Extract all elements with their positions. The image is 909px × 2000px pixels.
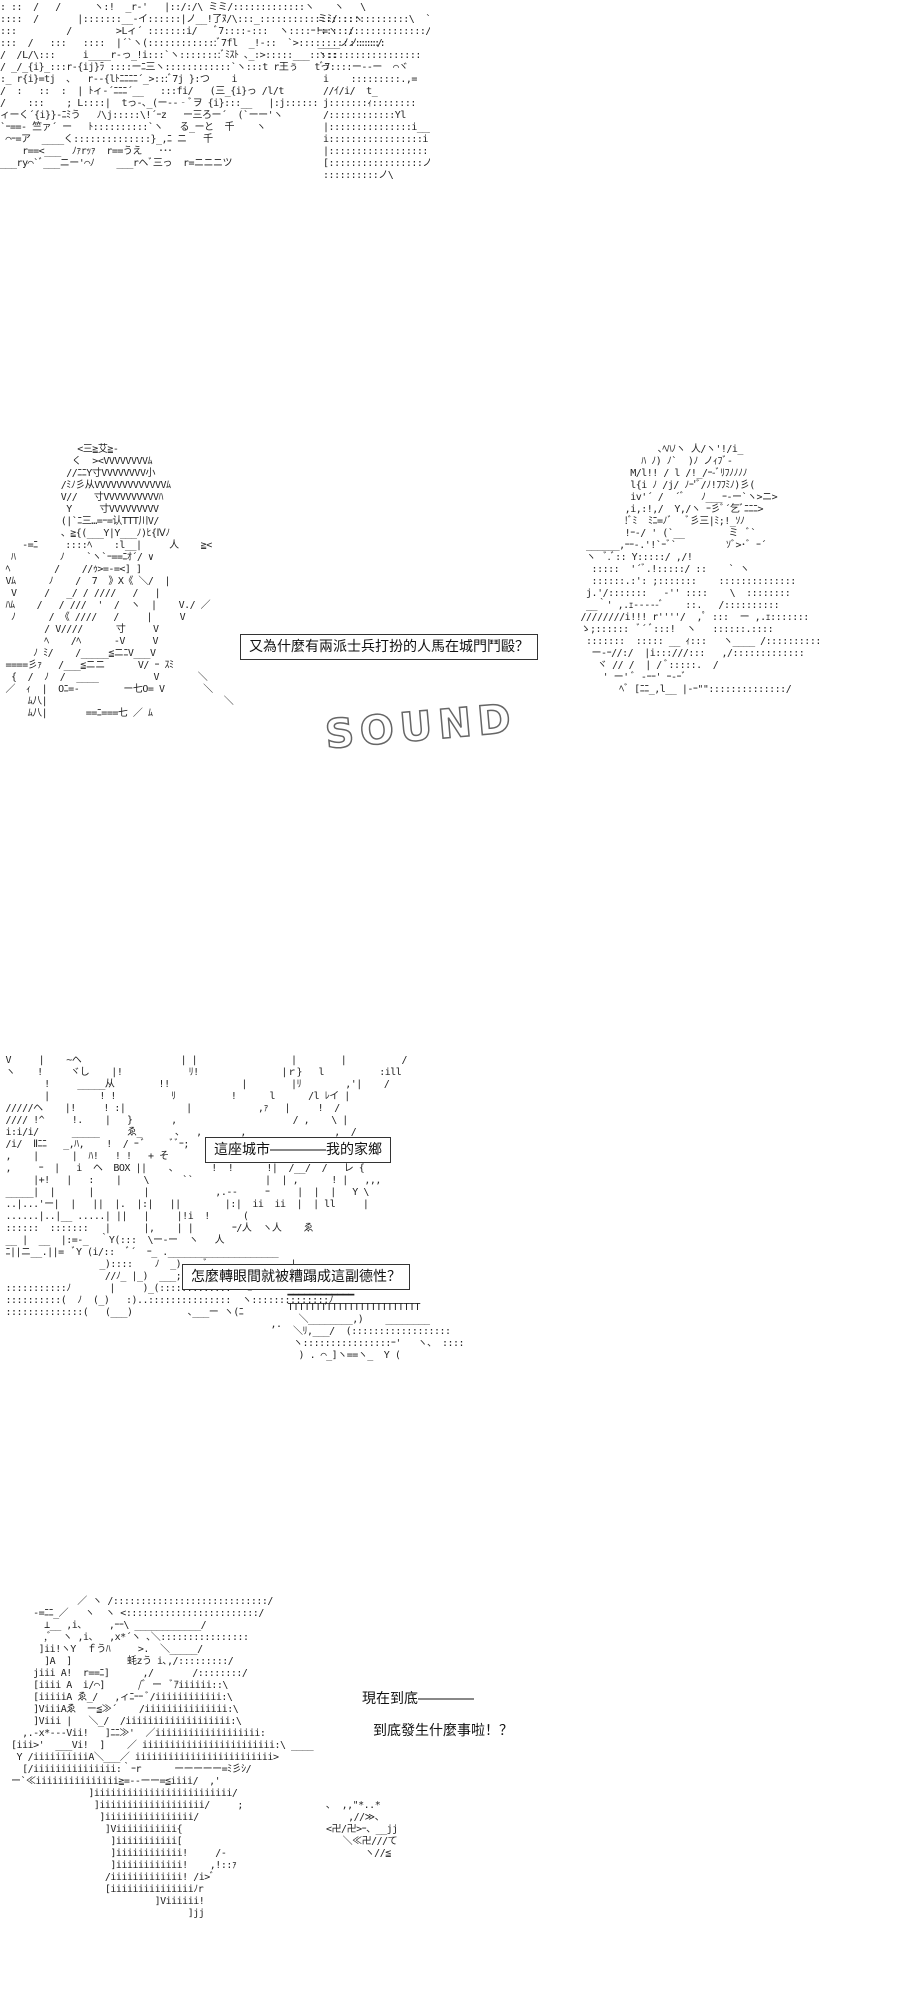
caption-box: 又為什麼有兩派士兵打扮的人馬在城門鬥毆？ [240,634,538,660]
ascii-art-left: : :: / / ヽ:! _r-' |::/:/\ ミミ/:::::::::::… [0,2,386,169]
caption-box-bottom: 怎麼轉眼間就被糟蹋成這副德性？ [182,1264,410,1290]
ascii-art-figure: ／ ヽ /::::::::::::::::::::::::::::/ -=ﾆﾆ_… [11,1596,314,1919]
ascii-art-wall: ━━━━━━━━━━━━ TTTTTTTTTTTTTTTTTTTTTTTT ＼_… [287,1290,465,1361]
sound-effect: SOUND [323,695,520,759]
ascii-art-sfx: ､ ,,"*..* ,//≫、 <卍/卍>ｰ、__jj ＼≪卍///て ヽ//≦ [326,1800,398,1859]
dialogue-line-1: 現在到底―――― [362,1691,474,1707]
ascii-art-right: ヽ \ ミﾐ/ ::::::::::::\ ` ｰ=ヽ:::::::::::::… [317,2,430,181]
panel-3: V | ~ヘ | | | | / ヽ ! ヾし |! ﾘ! |ｒ} l :ill… [0,1045,909,1415]
panel-1: : :: / / ヽ:! _r-' |::/:/\ ミミ/:::::::::::… [0,0,430,250]
ascii-art-figure-right: ､ﾍﾊﾉヽ 人/ヽ'!/i_ ﾊ ﾉ) ﾉ` )ﾉ ノｨﾌﾞ- M/l!! / … [580,444,822,695]
caption-box-top: 這座城市――――我的家鄉 [205,1137,391,1163]
dialogue-line-2: 到底發生什麼事啦！？ [373,1723,513,1739]
panel-4: ／ ヽ /::::::::::::::::::::::::::::/ -=ﾆﾆ_… [0,1590,909,2000]
panel-2: <三≧艾≧- く ><VVVVVVVVﾑ //ﾆﾆY寸VVVVVVVV小 /ﾐﾉ… [0,430,909,870]
ascii-art-soldiers-left: <三≧艾≧- く ><VVVVVVVVﾑ //ﾆﾆY寸VVVVVVVV小 /ﾐﾉ… [5,444,234,719]
